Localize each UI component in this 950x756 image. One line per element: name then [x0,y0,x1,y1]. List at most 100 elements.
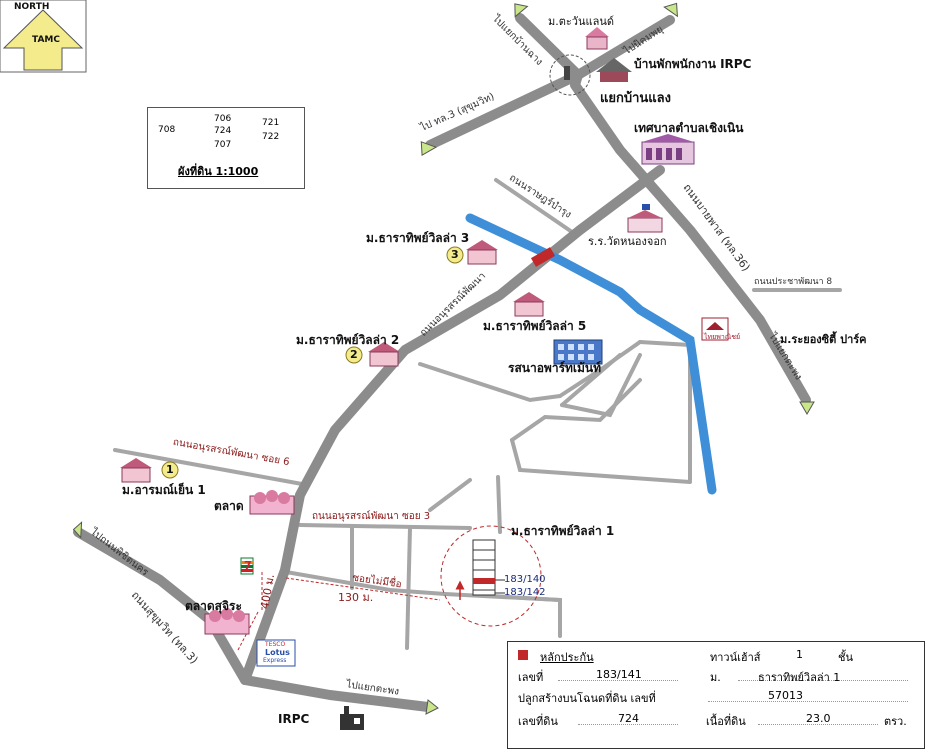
local-road [510,438,692,484]
house-number-b: 183/142 [504,587,546,598]
local-road [405,526,412,650]
numbered-markers [161,246,464,479]
school-icon [627,204,663,233]
irpc-factory-icon [340,706,364,730]
traffic-light-icon [564,66,570,80]
north-arrow-icon [2,9,84,71]
deed-label: ปลูกสร้างบนโฉนดที่ดิน เลขที่ [518,692,656,705]
collateral-label: หลักประกัน [540,651,594,664]
parcel-707: 707 [214,140,232,150]
arrow-tapong [799,401,815,415]
sujira-market-icon [204,608,250,635]
land-no-line [578,710,678,725]
marker-1 [161,461,179,479]
place-villa5: ม.ธาราทิพย์วิลล่า 5 [483,319,587,333]
collateral-swatch [518,650,528,660]
type-label: ทาวน์เฮ้าส์ [710,651,761,664]
village-value: ธาราทิพย์วิลล่า 1 [758,671,841,684]
parcel-legend: 706 708 724 721 722 707 ผังที่ดิน 1:1000 [147,107,305,189]
deed-line [708,687,908,702]
arrow-sukhumvit-top [420,141,438,157]
anurot-main-road [240,165,665,685]
area-unit: ตรว. [884,715,907,728]
bank-icon [701,317,729,341]
parcel-724: 724 [214,126,232,136]
floors-value: 1 [796,648,803,661]
house-icon [585,27,609,50]
marker-1-label: 1 [166,463,174,476]
market-icon [249,490,295,515]
ban-laeng-junction-circle [549,54,591,96]
place-villa3: ม.ธาราทิพย์วิลล่า 3 [366,231,470,245]
road-label-prachapattana: ถนนประชาพัฒนา 8 [754,277,833,287]
townhouse-block [472,539,496,596]
seven-eleven-label: 7 [244,559,252,572]
parcel-722: 722 [262,132,280,142]
north-badge [0,0,87,73]
lotus-logo-icon [256,639,296,667]
municipality-icon [641,134,695,165]
deed-value: 57013 [768,689,803,702]
place-villa1: ม.ธาราทิพย์วิลล่า 1 [511,524,615,538]
area-label: เนื้อที่ดิน [706,715,746,728]
area-line [758,710,878,725]
place-irpc-house: บ้านพักพนักงาน IRPC [634,57,752,71]
villa2-icon [368,342,400,367]
place-apartment: รสนาอพาร์ทเม้นท์ [508,361,602,375]
land-no-label: เลขที่ดิน [518,715,558,728]
arrow-sukhumvit-left [72,521,83,539]
place-ban-laeng-junction: แยกบ้านแลง [600,91,671,106]
local-road [560,353,642,418]
place-arom: ม.อารมณ์เย็น 1 [122,483,206,497]
lotus-line1: TESCO [265,641,286,648]
house-no-value: 183/141 [596,668,642,681]
arrow-ban-chang [514,3,529,18]
local-road [418,362,562,403]
land-no-value: 724 [618,712,639,725]
lotus-line2: Lotus [265,648,290,657]
village-label: ม. [710,671,721,684]
house-no-line [558,666,678,681]
arom-icon [120,458,152,483]
road-label-soi3: ถนนอนุรสรณ์พัฒนา ซอย 3 [312,511,431,522]
road-end-arrows [72,2,815,715]
target-radius-circle [440,525,542,627]
parcel-721: 721 [262,118,280,128]
marker-3-label: 3 [451,248,459,261]
info-row-house: เลขที่ 183/141 ม. ธาราทิพย์วิลล่า 1 [508,666,924,684]
ban-laeng-roads [515,13,675,80]
bridge-mark [530,247,556,267]
parcel-legend-caption: ผังที่ดิน 1:1000 [178,165,259,178]
arrow-bottom-tapong [425,699,439,715]
house-number-a: 183/140 [504,574,546,585]
local-roads [113,178,842,650]
local-road [638,340,692,482]
distance-130-label: 130 ม. [338,591,374,604]
parcel-708: 708 [158,125,176,135]
area-value: 23.0 [806,712,831,725]
bypass-36-road [570,70,811,405]
north-label: NORTH [14,2,50,12]
villa5-icon [513,292,545,317]
collateral-info-panel: หลักประกัน ทาวน์เฮ้าส์ 1 ชั้น เลขที่ 183… [507,641,925,749]
marker-2-label: 2 [350,348,358,361]
place-bank: ไทยพาณิชย์ [704,333,741,341]
parcel-706: 706 [214,114,232,124]
tamc-label: TAMC [32,35,60,45]
place-rayong-city-park: ม.ระยองซิตี้ ปาร์ค [780,333,867,346]
local-road [510,378,642,442]
sukhumvit-lower-road [73,527,433,712]
apartment-icon [553,339,603,365]
marker-2 [345,346,363,364]
info-row-type: หลักประกัน ทาวน์เฮ้าส์ 1 ชั้น [508,646,924,664]
info-row-land: เลขที่ดิน 724 เนื้อที่ดิน 23.0 ตรว. [508,710,924,728]
local-road [428,478,472,512]
local-road [560,353,622,407]
soi3-road [298,523,472,530]
seven-eleven-icon [240,557,254,575]
place-school: ร.ร.วัดหนองจอก [588,235,667,248]
villa3-icon [466,240,498,265]
place-municipality: เทศบาลตำบลเชิงเนิน [634,121,744,135]
collateral-unit [473,578,495,584]
poi-icons [120,27,729,730]
